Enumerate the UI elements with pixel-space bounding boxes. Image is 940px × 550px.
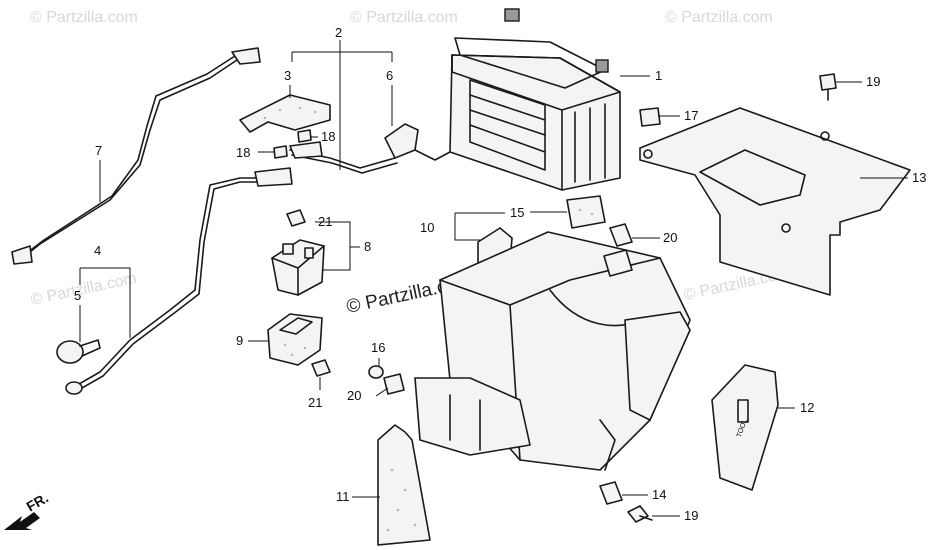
callout-9: 9 xyxy=(236,333,243,348)
negative-cable xyxy=(11,47,261,265)
callout-20: 20 xyxy=(347,388,361,403)
callouts: 1 2 3 4 5 6 7 8 9 10 11 12 13 14 15 16 1… xyxy=(74,25,926,523)
front-direction-indicator: FR. xyxy=(4,489,51,530)
bolt-19-top xyxy=(819,73,837,101)
front-arrow-icon xyxy=(4,512,40,530)
callout-14: 14 xyxy=(652,487,666,502)
callout-4: 4 xyxy=(94,243,101,258)
callout-5: 5 xyxy=(74,288,81,303)
callout-6: 6 xyxy=(386,68,393,83)
callout-15: 15 xyxy=(510,205,524,220)
grommet-16 xyxy=(368,365,384,379)
fuse-21 xyxy=(286,209,331,377)
battery-holder-bracket xyxy=(639,107,911,296)
callout-2: 2 xyxy=(335,25,342,40)
terminal-cap xyxy=(56,339,101,364)
callout-21: 21 xyxy=(318,214,332,229)
callout-10: 10 xyxy=(420,220,434,235)
callout-20: 20 xyxy=(663,230,677,245)
callout-21: 21 xyxy=(308,395,322,410)
callout-19: 19 xyxy=(684,508,698,523)
callout-7: 7 xyxy=(95,143,102,158)
starter-relay xyxy=(271,239,325,296)
battery xyxy=(449,8,621,191)
watermark: © Partzilla.com xyxy=(665,9,773,26)
callout-13: 13 xyxy=(912,170,926,185)
positive-cable xyxy=(65,167,293,395)
bolt-18 xyxy=(273,129,312,159)
callout-3: 3 xyxy=(284,68,291,83)
pad-15 xyxy=(566,195,606,229)
tool-box-lid: TOOL xyxy=(711,364,779,491)
clip-14 xyxy=(599,481,623,505)
watermark: © Partzilla.com xyxy=(29,270,138,309)
terminal-cover xyxy=(239,94,331,133)
callout-18: 18 xyxy=(321,129,335,144)
clip-20 xyxy=(383,223,633,395)
relay-cover xyxy=(267,313,323,366)
front-label: FR. xyxy=(24,489,52,514)
battery-box xyxy=(414,231,691,471)
callout-1: 1 xyxy=(655,68,662,83)
watermark: © Partzilla.com xyxy=(350,9,458,26)
bolt-19-bottom xyxy=(627,505,653,523)
callout-18: 18 xyxy=(236,145,250,160)
starter-cable xyxy=(289,123,451,174)
callout-16: 16 xyxy=(371,340,385,355)
lower-plate xyxy=(377,424,431,546)
callout-17: 17 xyxy=(684,108,698,123)
callout-8: 8 xyxy=(364,239,371,254)
callout-19: 19 xyxy=(866,74,880,89)
callout-11: 11 xyxy=(336,489,350,504)
watermark: © Partzilla.com xyxy=(30,9,138,26)
callout-12: 12 xyxy=(800,400,814,415)
leader-lines xyxy=(79,40,908,517)
grommet-17 xyxy=(639,107,661,127)
